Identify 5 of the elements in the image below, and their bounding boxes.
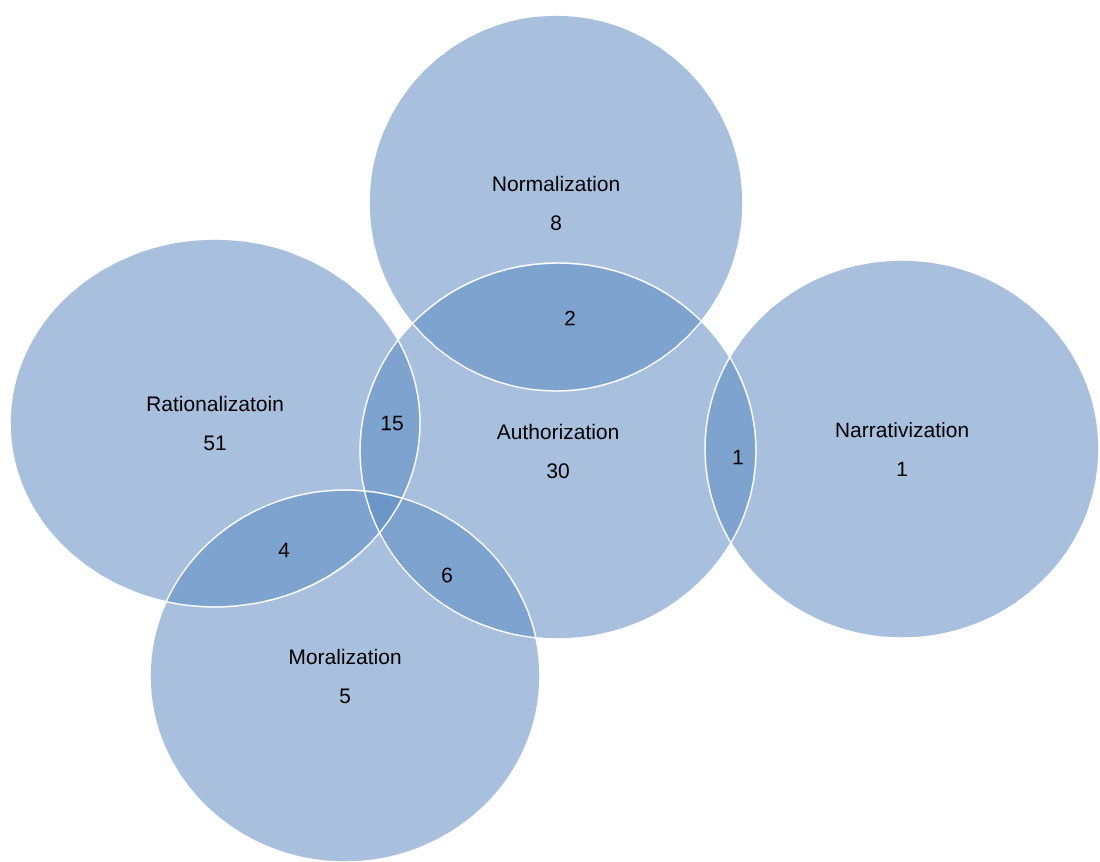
overlap-count: 4 <box>278 542 290 558</box>
overlap-count: 6 <box>442 567 452 583</box>
overlap-count: 2 <box>565 310 575 326</box>
overlap-count: 15 <box>381 415 403 431</box>
overlap-count: 1 <box>733 449 743 465</box>
